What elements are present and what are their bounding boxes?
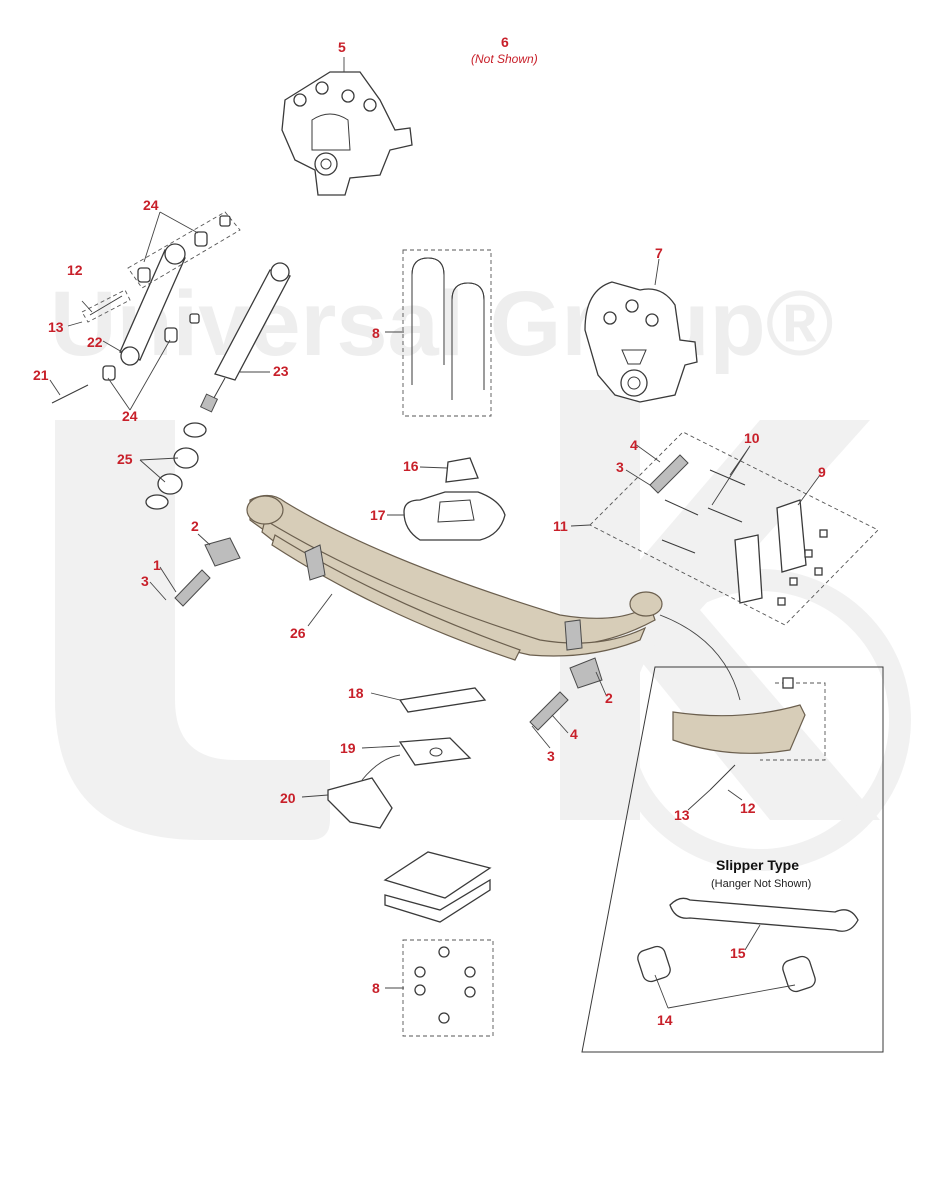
- callout-9: 9: [818, 464, 826, 480]
- callout-3-lower: 3: [547, 748, 555, 764]
- callout-20: 20: [280, 790, 296, 806]
- watermark-shape-left: [55, 420, 330, 840]
- slipper-type-panel: Slipper Type (Hanger Not Shown): [581, 614, 884, 1053]
- axle-seat: [383, 851, 492, 923]
- part-18-shim: [398, 687, 487, 713]
- callout-19: 19: [340, 740, 356, 756]
- callout-18: 18: [348, 685, 364, 701]
- watermark-text: Universal Group®: [50, 273, 834, 375]
- callout-22: 22: [87, 334, 103, 350]
- part-8-nuts: [402, 939, 494, 1037]
- callout-17: 17: [370, 507, 386, 523]
- watermark-shape-right: [560, 390, 880, 820]
- part-23-shock: [199, 262, 291, 413]
- callout-3-upper: 3: [616, 459, 624, 475]
- part-21-bolt: [51, 384, 89, 404]
- slipper-subtitle: (Hanger Not Shown): [711, 878, 811, 890]
- callout-10: 10: [744, 430, 760, 446]
- part-4-pin-upper: [649, 454, 689, 494]
- callout-24-top: 24: [143, 197, 159, 213]
- callout-4-upper: 4: [630, 437, 638, 453]
- not-shown-note: (Not Shown): [471, 52, 538, 66]
- part-1-pin: [174, 569, 211, 607]
- part-12-bolt: [81, 289, 131, 323]
- callout-2-left: 2: [191, 518, 199, 534]
- part-4-pin-lower: [529, 691, 569, 731]
- part-5-hanger: [281, 71, 413, 196]
- callout-labels: 5 6 (Not Shown) 24 12 13 22 21 24 23 8 7…: [33, 34, 826, 1028]
- callout-14: 14: [657, 1012, 673, 1028]
- callout-16: 16: [403, 458, 419, 474]
- callout-13-right: 13: [674, 807, 690, 823]
- part-24-bushings: [102, 211, 241, 381]
- callout-13-left: 13: [48, 319, 64, 335]
- callout-8-ubolts: 8: [372, 325, 380, 341]
- leader-lines: [49, 57, 821, 1009]
- callout-3-left: 3: [141, 573, 149, 589]
- part-16-bump-stop: [445, 457, 479, 483]
- part-26-leaf-spring: [246, 494, 663, 661]
- callout-1: 1: [153, 557, 161, 573]
- callout-7: 7: [655, 245, 663, 261]
- callout-25: 25: [117, 451, 133, 467]
- callout-12-right: 12: [740, 800, 756, 816]
- slipper-title: Slipper Type: [716, 857, 799, 873]
- part-11-shackle-kit: [589, 431, 879, 626]
- callout-26: 26: [290, 625, 306, 641]
- part-17-seat: [403, 491, 506, 541]
- part-22-shock: [119, 243, 186, 366]
- callout-24-bottom: 24: [122, 408, 138, 424]
- part-2-bushing-right: [569, 657, 603, 689]
- part-7-hanger: [584, 281, 698, 403]
- part-2-bushing-left: [204, 537, 241, 567]
- callout-2-right: 2: [605, 690, 613, 706]
- callout-5: 5: [338, 39, 346, 55]
- part-19-plate: [398, 737, 472, 766]
- callout-15: 15: [730, 945, 746, 961]
- callout-6: 6: [501, 34, 509, 50]
- callout-21: 21: [33, 367, 49, 383]
- part-8-ubolts: [402, 249, 492, 417]
- callout-12-left: 12: [67, 262, 83, 278]
- callout-8-nuts: 8: [372, 980, 380, 996]
- callout-11: 11: [553, 518, 568, 534]
- callout-4-lower: 4: [570, 726, 578, 742]
- watermark: Universal Group®: [50, 273, 911, 871]
- part-20-bracket: [327, 777, 393, 829]
- callout-23: 23: [273, 363, 289, 379]
